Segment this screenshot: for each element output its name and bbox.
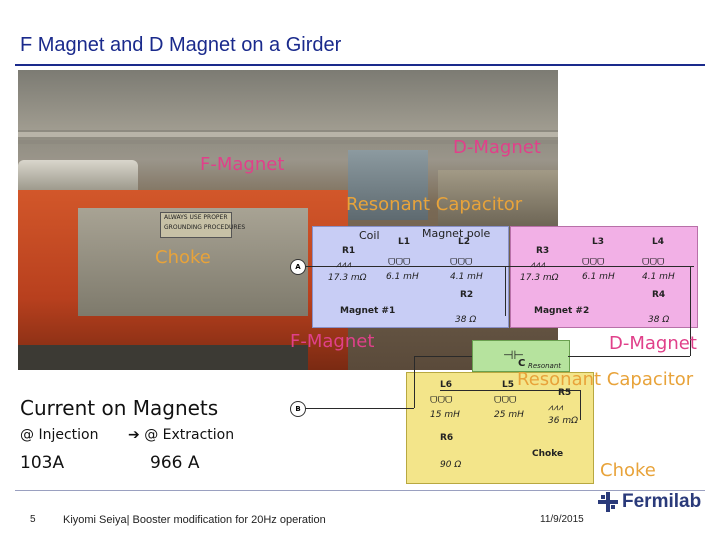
inductor-icon: ᗜᗜᗜ xyxy=(430,396,453,406)
r6-label: R6 xyxy=(440,433,454,443)
wire xyxy=(568,356,690,357)
fermilab-logo-text: Fermilab xyxy=(622,491,702,512)
inductor-icon: ᗜᗜᗜ xyxy=(450,258,473,268)
r3-label: R3 xyxy=(536,246,550,256)
resistor-icon: ⩘⩘⩘ xyxy=(548,403,564,413)
injection-label: @ Injection xyxy=(20,427,99,443)
wire xyxy=(690,266,691,356)
node-a: A xyxy=(290,259,306,275)
label-resonant-capacitor-photo: Resonant Capacitor xyxy=(346,194,523,215)
label-d-magnet-photo: D-Magnet xyxy=(453,137,541,158)
safety-sign xyxy=(160,212,232,238)
r2-value: 38 Ω xyxy=(455,315,477,325)
photo-floor xyxy=(18,345,308,370)
r1-label: R1 xyxy=(342,246,356,256)
photo-pipe xyxy=(18,140,558,144)
l5-label: L5 xyxy=(502,380,514,390)
l4-label: L4 xyxy=(652,237,664,247)
sign-text-line2: GROUNDING PROCEDURES xyxy=(164,224,246,231)
photo-cabinet xyxy=(348,150,428,220)
node-b: B xyxy=(290,401,306,417)
photo-pipe xyxy=(18,132,558,137)
extraction-label-text: @ Extraction xyxy=(144,427,235,443)
magnet2-box xyxy=(510,226,698,328)
wire xyxy=(414,356,472,357)
label-choke-circuit: Choke xyxy=(600,460,656,481)
r5-label: R5 xyxy=(558,388,572,398)
inductor-icon: ᗜᗜᗜ xyxy=(494,396,517,406)
magnet2-name: Magnet #2 xyxy=(534,306,590,316)
photo-cabinet xyxy=(438,170,558,230)
wire xyxy=(505,266,506,316)
l2-label: L2 xyxy=(458,237,470,247)
r3-value: 17.3 mΩ xyxy=(520,273,559,283)
l6-label: L6 xyxy=(440,380,452,390)
l6-value: 15 mH xyxy=(430,410,460,420)
r2-label: R2 xyxy=(460,290,474,300)
r1-value: 17.3 mΩ xyxy=(328,273,367,283)
label-coil: Coil xyxy=(359,229,380,242)
page-number: 5 xyxy=(30,514,36,525)
r4-value: 38 Ω xyxy=(648,315,670,325)
fermilab-logo-icon xyxy=(598,492,618,512)
r4-label: R4 xyxy=(652,290,666,300)
label-magnet-pole: Magnet pole xyxy=(422,227,491,240)
r5-value: 36 mΩ xyxy=(548,416,578,426)
resistor-icon: ⩘⩘⩘ xyxy=(336,260,352,270)
label-choke-photo: Choke xyxy=(155,247,211,268)
footer-divider xyxy=(15,490,705,491)
capacitor-icon: ⊣⊢ xyxy=(503,348,524,362)
girder-photo: ALWAYS USE PROPER GROUNDING PROCEDURES F… xyxy=(18,70,558,370)
current-title: Current on Magnets xyxy=(20,396,219,420)
l3-value: 6.1 mH xyxy=(582,272,615,282)
inductor-icon: ᗜᗜᗜ xyxy=(642,258,665,268)
slide-title: F Magnet and D Magnet on a Girder xyxy=(20,34,342,56)
label-f-magnet-photo: F-Magnet xyxy=(200,154,285,175)
label-f-magnet-circuit: F-Magnet xyxy=(290,331,375,352)
resistor-icon: ⩘⩘⩘ xyxy=(530,260,546,270)
l3-label: L3 xyxy=(592,237,604,247)
wire xyxy=(304,408,414,409)
arrow-right-icon: ➔ xyxy=(128,427,145,443)
extraction-label: ➔ @ Extraction xyxy=(128,427,234,443)
r6-value: 90 Ω xyxy=(440,460,462,470)
photo-ceiling xyxy=(18,70,558,130)
wire xyxy=(580,390,581,420)
l1-value: 6.1 mH xyxy=(386,272,419,282)
footer-date: 11/9/2015 xyxy=(540,514,584,525)
title-divider xyxy=(15,64,705,66)
sign-text-line1: ALWAYS USE PROPER xyxy=(164,214,228,221)
inductor-icon: ᗜᗜᗜ xyxy=(388,258,411,268)
extraction-value: 966 A xyxy=(150,453,200,473)
inductor-icon: ᗜᗜᗜ xyxy=(582,258,605,268)
capacitor-sub: Resonant xyxy=(528,362,562,370)
injection-value: 103A xyxy=(20,453,65,473)
l2-value: 4.1 mH xyxy=(450,272,483,282)
magnet1-name: Magnet #1 xyxy=(340,306,396,316)
choke-name: Choke xyxy=(532,449,564,459)
wire xyxy=(304,266,694,267)
l1-label: L1 xyxy=(398,237,410,247)
capacitor-box xyxy=(472,340,570,372)
l4-value: 4.1 mH xyxy=(642,272,675,282)
l5-value: 25 mH xyxy=(494,410,524,420)
magnet1-box xyxy=(312,226,509,328)
wire xyxy=(440,390,580,391)
label-resonant-capacitor-circuit: Resonant Capacitor xyxy=(517,369,694,390)
wire xyxy=(414,356,415,408)
label-d-magnet-circuit: D-Magnet xyxy=(609,333,697,354)
footer-author: Kiyomi Seiya| Booster modification for 2… xyxy=(63,514,326,526)
capacitor-label: C xyxy=(518,358,526,369)
